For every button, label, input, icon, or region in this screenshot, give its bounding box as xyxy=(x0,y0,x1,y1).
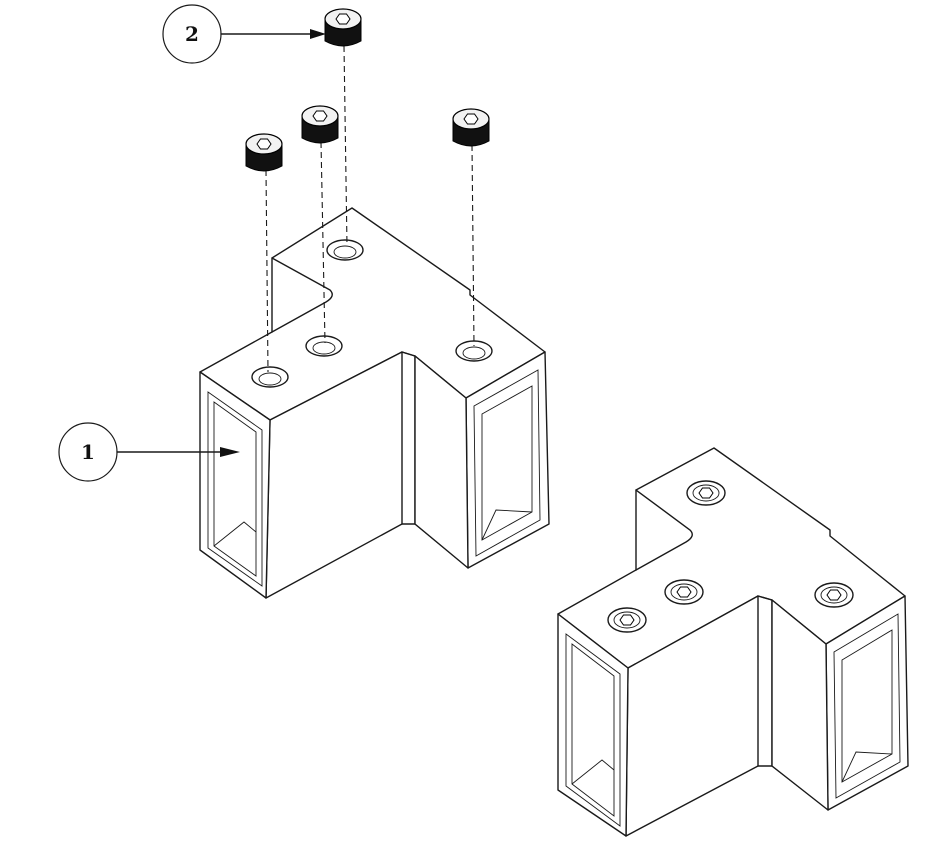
centerline-1 xyxy=(265,169,269,373)
exploded-left-tube-outer xyxy=(207,391,263,587)
assembled-left-tube-outer xyxy=(565,633,621,827)
exploded-right-tube-outer xyxy=(473,369,541,557)
assembled-left-tube-inner xyxy=(571,643,615,817)
centerline-4 xyxy=(471,144,475,347)
assembled-bracket xyxy=(557,447,909,837)
exploded-bracket-right-side xyxy=(414,355,469,569)
set-screw-2 xyxy=(301,105,339,144)
callout-1: 1 xyxy=(58,422,240,482)
callout-2-arrowhead xyxy=(310,29,326,39)
set-screw-3 xyxy=(324,8,362,47)
exploded-hole-1 xyxy=(251,366,289,388)
centerline-3 xyxy=(343,45,348,247)
set-screw-1 xyxy=(245,133,283,172)
assembled-bracket-right-side xyxy=(771,599,829,811)
centerline-2 xyxy=(320,141,326,344)
exploded-bracket-left-side xyxy=(199,371,271,599)
exploded-screws xyxy=(245,8,490,373)
set-screw-4 xyxy=(452,108,490,147)
exploded-bracket xyxy=(199,207,550,599)
assembled-screw-4 xyxy=(814,582,854,608)
assembled-bracket-left-side xyxy=(557,613,629,837)
assembled-screw-2 xyxy=(664,579,704,605)
callout-1-arrowhead xyxy=(220,447,240,457)
exploded-right-tube-inner xyxy=(481,385,533,541)
callout-1-label: 1 xyxy=(81,440,95,464)
exploded-left-tube-inner xyxy=(213,401,257,577)
callout-2: 2 xyxy=(162,4,326,64)
exploded-hole-4 xyxy=(455,340,493,362)
assembled-screw-3 xyxy=(686,480,726,506)
exploded-hole-2 xyxy=(305,335,343,357)
assembled-right-tube-outer xyxy=(833,613,901,799)
callout-2-label: 2 xyxy=(185,22,199,46)
exploded-hole-3 xyxy=(326,239,364,261)
assembled-screw-1 xyxy=(607,607,647,633)
